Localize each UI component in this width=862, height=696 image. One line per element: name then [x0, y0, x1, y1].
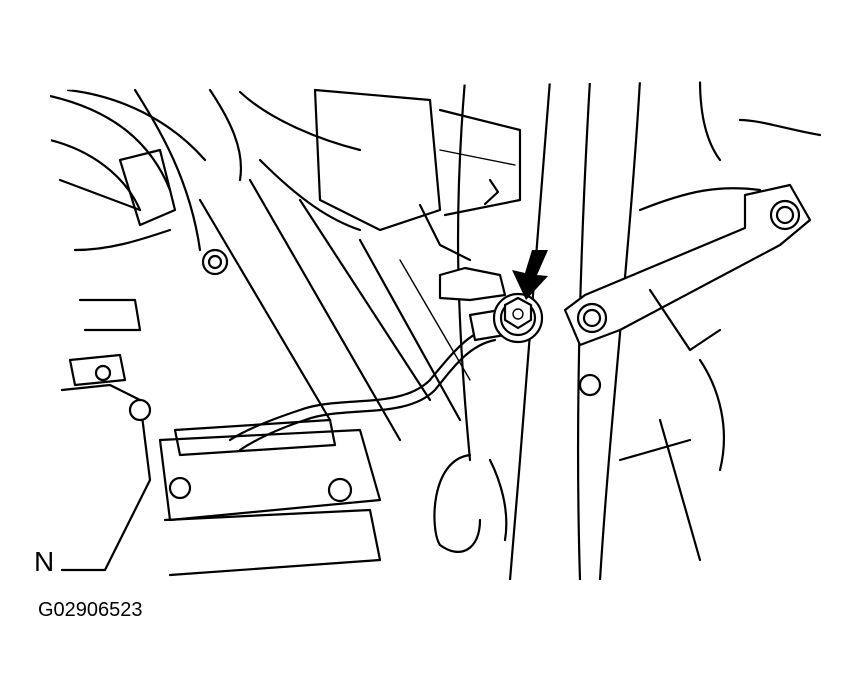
- figure-id: G02906523: [38, 599, 143, 621]
- arrow-icon: [512, 250, 548, 300]
- bolt-holes: [94, 199, 801, 503]
- bolt-icon: [492, 292, 544, 344]
- background-structure: [50, 80, 822, 580]
- orientation-label: N: [34, 546, 55, 577]
